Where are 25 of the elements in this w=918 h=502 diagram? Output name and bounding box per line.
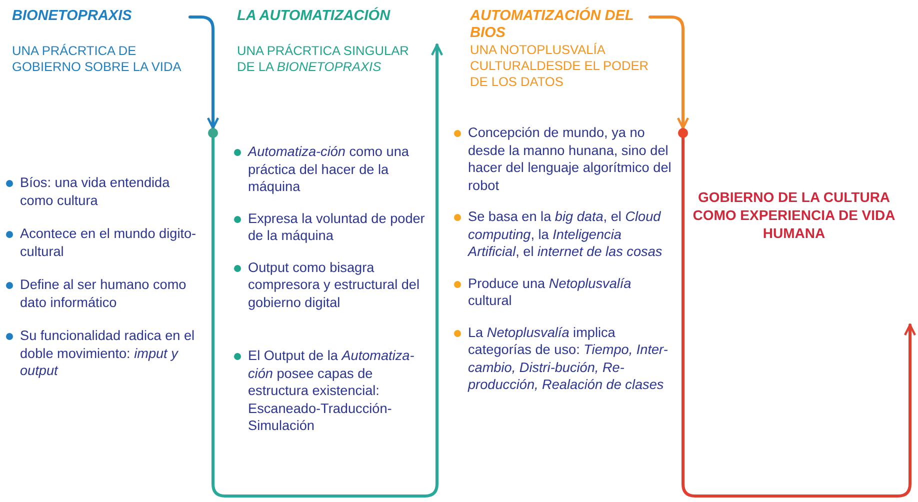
conclusion-text: GOBIERNO DE LA CULTURA COMO EXPERIENCIA DE VIDA HUMANA <box>692 188 896 242</box>
arrow <box>682 136 916 498</box>
column-heading: LA AUTOMATIZACIÓN <box>237 8 392 25</box>
bullet-item: Concepción de mundo, ya no desde la manno hunana, sino del hacer del lenguaje algorítmico del robot <box>454 124 674 194</box>
column-heading: AUTOMATIZACIÓN DEL BIOS <box>470 8 635 42</box>
column-subtitle: UNA PRÁCRTICA DE GOBIERNO SOBRE LA VIDA <box>12 43 182 75</box>
bullet-item: Produce una Netoplusvalía cultural <box>454 274 674 310</box>
bullet-item: Output como bisagra compresora y estructural del gobierno digital <box>234 258 430 311</box>
node-dot <box>678 128 688 138</box>
bullet-item: Define al ser humano como dato informático <box>6 276 204 311</box>
bullet-item: Automatiza-ción como una práctica del hacer de la máquina <box>234 143 430 196</box>
bullet-item: La Netoplusvalía implica categorías de uso: Tiempo, Inter-cambio, Distri-bución, Re-producción, Realación de clases <box>454 324 674 394</box>
node-dot <box>208 128 218 138</box>
column-heading: BIONETOPRAXIS <box>12 8 133 25</box>
arrow <box>188 16 220 130</box>
bullet-item: Expresa la voluntad de poder de la máquina <box>234 210 430 244</box>
bullet-item: Se basa en la big data, el Cloud computing, la Inteligencia Artificial, el internet de las cosas <box>454 208 674 260</box>
column-subtitle: UNA NOTOPLUSVALÍA CULTURALDESDE EL PODER DE LOS DATOS <box>470 42 650 90</box>
bullet-item: El Output de la Automatiza-ción posee capas de estructura existencial: Escaneado-Traducción-Simulación <box>234 347 430 434</box>
bullet-item: Su funcionalidad radica en el doble movimiento: imput y output <box>6 327 204 380</box>
bullet-item: Acontece en el mundo digito-cultural <box>6 225 204 260</box>
arrow <box>648 16 690 130</box>
bullet-item: Bíos: una vida entendida como cultura <box>6 174 204 209</box>
arrow <box>212 44 444 498</box>
column-subtitle: UNA PRÁCRTICA SINGULAR DE LA BIONETOPRAXIS <box>237 43 410 75</box>
